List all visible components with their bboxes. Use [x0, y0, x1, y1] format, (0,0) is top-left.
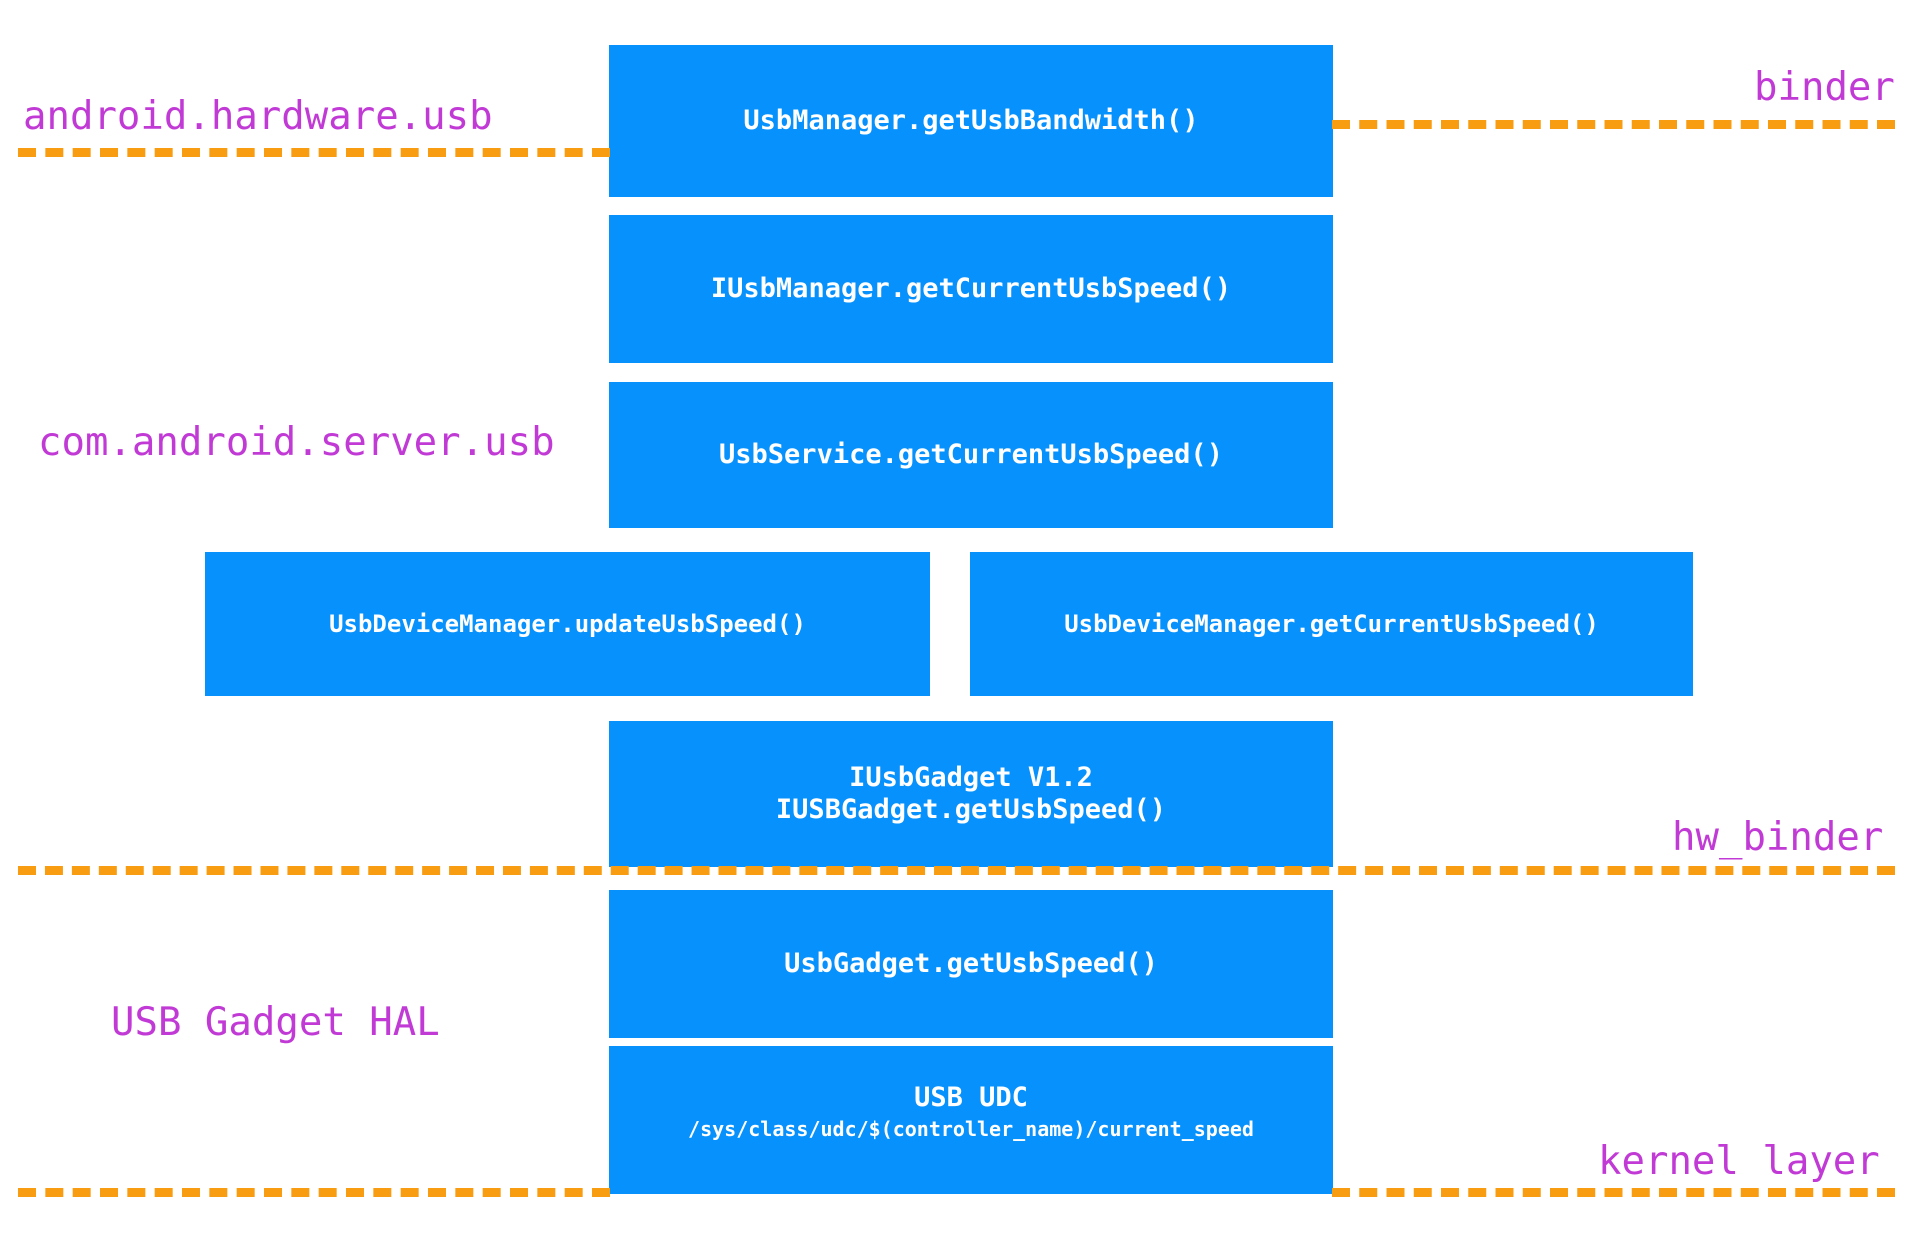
boundary-line-binder-right [1332, 120, 1895, 129]
box-label-line2: /sys/class/udc/$(controller_name)/curren… [688, 1116, 1254, 1141]
box-label-line1: UsbDeviceManager.getCurrentUsbSpeed() [1064, 609, 1599, 638]
layer-label-android-hardware-usb: android.hardware.usb [23, 94, 493, 139]
box-usbdevicemanager-updateusbspeed[interactable]: UsbDeviceManager.updateUsbSpeed() [205, 552, 930, 696]
layer-label-binder: binder [1754, 65, 1895, 110]
box-usbmanager-getusbbandwidth[interactable]: UsbManager.getUsbBandwidth() [609, 45, 1333, 197]
box-usb-udc[interactable]: USB UDC /sys/class/udc/$(controller_name… [609, 1046, 1333, 1194]
box-usbgadget-getusbspeed[interactable]: UsbGadget.getUsbSpeed() [609, 890, 1333, 1038]
box-label-line1: UsbService.getCurrentUsbSpeed() [719, 439, 1223, 471]
layer-label-hw-binder: hw_binder [1672, 815, 1884, 860]
layer-label-kernel-layer: kernel layer [1598, 1139, 1880, 1184]
layer-label-usb-gadget-hal: USB Gadget HAL [111, 1000, 440, 1045]
box-iusbgadget[interactable]: IUsbGadget V1.2 IUSBGadget.getUsbSpeed() [609, 721, 1333, 867]
box-label-line1: USB UDC [914, 1082, 1028, 1113]
layer-label-com-android-server-usb: com.android.server.usb [38, 420, 555, 465]
box-label-line1: IUsbManager.getCurrentUsbSpeed() [710, 273, 1232, 305]
box-iusbmanager-getcurrentusbspeed[interactable]: IUsbManager.getCurrentUsbSpeed() [609, 215, 1333, 363]
box-usbservice-getcurrentusbspeed[interactable]: UsbService.getCurrentUsbSpeed() [609, 382, 1333, 528]
box-usbdevicemanager-getcurrentusbspeed[interactable]: UsbDeviceManager.getCurrentUsbSpeed() [970, 552, 1693, 696]
box-label-line1: UsbDeviceManager.updateUsbSpeed() [329, 609, 806, 638]
box-label-line1: UsbGadget.getUsbSpeed() [784, 948, 1158, 980]
box-label-line2: IUSBGadget.getUsbSpeed() [775, 794, 1167, 825]
box-label-line1: IUsbGadget V1.2 [849, 762, 1093, 794]
boundary-line-kernel-right [1332, 1188, 1895, 1197]
boundary-line-kernel-left [18, 1188, 610, 1197]
boundary-line-binder-left [18, 148, 610, 157]
box-label-line1: UsbManager.getUsbBandwidth() [743, 105, 1199, 137]
boundary-line-hw-binder [18, 866, 1895, 875]
